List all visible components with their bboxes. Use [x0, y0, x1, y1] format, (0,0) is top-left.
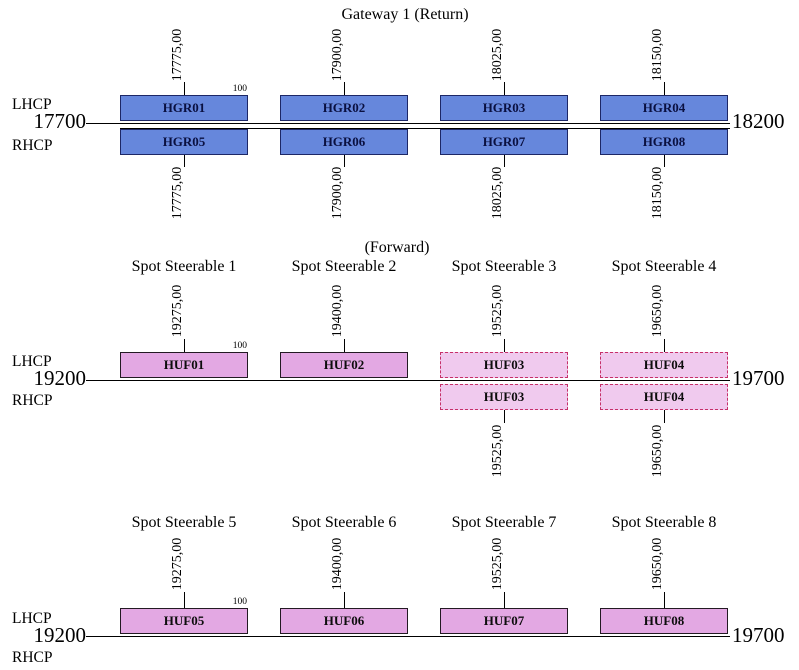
- channel-box-hgr07: HGR07: [440, 129, 568, 155]
- axis-end-freq: 19700: [732, 623, 785, 647]
- channel-box-huf06: HUF06: [280, 608, 408, 634]
- beam-label-ss4: Spot Steerable 4: [611, 258, 717, 275]
- frequency-axis-forward: [86, 380, 730, 381]
- bandwidth-label: 100: [232, 597, 247, 607]
- frequency-axis-lhcp: [86, 123, 730, 124]
- tick-mark: [664, 410, 665, 423]
- freq-label-top: 18025,00: [490, 28, 505, 82]
- tick-mark: [664, 82, 665, 95]
- channel-box-huf03-rhcp: HUF03: [440, 384, 568, 410]
- axis-start-freq: 19200: [33, 366, 87, 390]
- channel-box-hgr06: HGR06: [280, 129, 408, 155]
- freq-label-top: 19400,00: [330, 284, 345, 338]
- channel-box-huf04-rhcp: HUF04: [600, 384, 728, 410]
- channel-box-huf03-lhcp: HUF03: [440, 352, 568, 378]
- channel-box-huf04-lhcp: HUF04: [600, 352, 728, 378]
- channel-box-huf08: HUF08: [600, 608, 728, 634]
- tick-mark: [184, 339, 185, 352]
- freq-label-top: 18150,00: [650, 28, 665, 82]
- channel-box-hgr08: HGR08: [600, 129, 728, 155]
- polarization-label-lhcp: LHCP: [12, 96, 52, 113]
- tick-mark: [504, 410, 505, 423]
- tick-mark: [504, 339, 505, 352]
- freq-label-top: 19275,00: [170, 537, 185, 591]
- tick-mark: [504, 592, 505, 608]
- tick-mark: [184, 592, 185, 608]
- diagram-title-forward: (Forward): [364, 239, 430, 256]
- channel-box-hgr04: HGR04: [600, 95, 728, 121]
- channel-box-hgr02: HGR02: [280, 95, 408, 121]
- tick-mark: [184, 82, 185, 95]
- axis-start-freq: 19200: [33, 623, 87, 647]
- frequency-axis-spot58: [86, 636, 730, 637]
- tick-mark: [184, 155, 185, 167]
- bandwidth-label: 100: [232, 84, 247, 94]
- axis-start-freq: 17700: [33, 109, 87, 133]
- freq-label-top: 19650,00: [650, 537, 665, 591]
- beam-label-ss8: Spot Steerable 8: [611, 514, 717, 531]
- freq-label-top: 17900,00: [330, 28, 345, 82]
- diagram-title-gateway: Gateway 1 (Return): [341, 6, 469, 23]
- polarization-label-rhcp: RHCP: [12, 649, 53, 666]
- channel-box-huf07: HUF07: [440, 608, 568, 634]
- beam-label-ss5: Spot Steerable 5: [131, 514, 237, 531]
- freq-label-top: 19525,00: [490, 537, 505, 591]
- freq-label-top: 19275,00: [170, 284, 185, 338]
- polarization-label-rhcp: RHCP: [12, 392, 53, 409]
- polarization-label-rhcp: RHCP: [12, 137, 53, 154]
- channel-box-hgr05: HGR05: [120, 129, 248, 155]
- freq-label-top: 19400,00: [330, 537, 345, 591]
- beam-label-ss6: Spot Steerable 6: [291, 514, 397, 531]
- freq-label-bottom: 19525,00: [490, 424, 505, 478]
- freq-label-top: 17775,00: [170, 28, 185, 82]
- tick-mark: [664, 155, 665, 167]
- freq-label-top: 19525,00: [490, 284, 505, 338]
- channel-box-hgr03: HGR03: [440, 95, 568, 121]
- freq-label-top: 19650,00: [650, 284, 665, 338]
- axis-end-freq: 19700: [732, 366, 785, 390]
- tick-mark: [344, 155, 345, 167]
- channel-box-huf01: HUF01: [120, 352, 248, 378]
- axis-end-freq: 18200: [732, 109, 785, 133]
- freq-label-bottom: 19650,00: [650, 424, 665, 478]
- channel-box-huf02: HUF02: [280, 352, 408, 378]
- freq-label-bottom: 17775,00: [170, 166, 185, 220]
- freq-label-bottom: 17900,00: [330, 166, 345, 220]
- tick-mark: [344, 592, 345, 608]
- polarization-label-lhcp: LHCP: [12, 610, 52, 627]
- freq-label-bottom: 18025,00: [490, 166, 505, 220]
- channel-box-huf05: HUF05: [120, 608, 248, 634]
- beam-label-ss3: Spot Steerable 3: [451, 258, 557, 275]
- frequency-axis-rhcp: [120, 128, 730, 129]
- tick-mark: [504, 82, 505, 95]
- beam-label-ss1: Spot Steerable 1: [131, 258, 237, 275]
- tick-mark: [664, 339, 665, 352]
- freq-label-bottom: 18150,00: [650, 166, 665, 220]
- polarization-label-lhcp: LHCP: [12, 353, 52, 370]
- channel-box-hgr01: HGR01: [120, 95, 248, 121]
- bandwidth-label: 100: [232, 341, 247, 351]
- beam-label-ss7: Spot Steerable 7: [451, 514, 557, 531]
- beam-label-ss2: Spot Steerable 2: [291, 258, 397, 275]
- tick-mark: [504, 155, 505, 167]
- tick-mark: [344, 82, 345, 95]
- tick-mark: [664, 592, 665, 608]
- tick-mark: [344, 339, 345, 352]
